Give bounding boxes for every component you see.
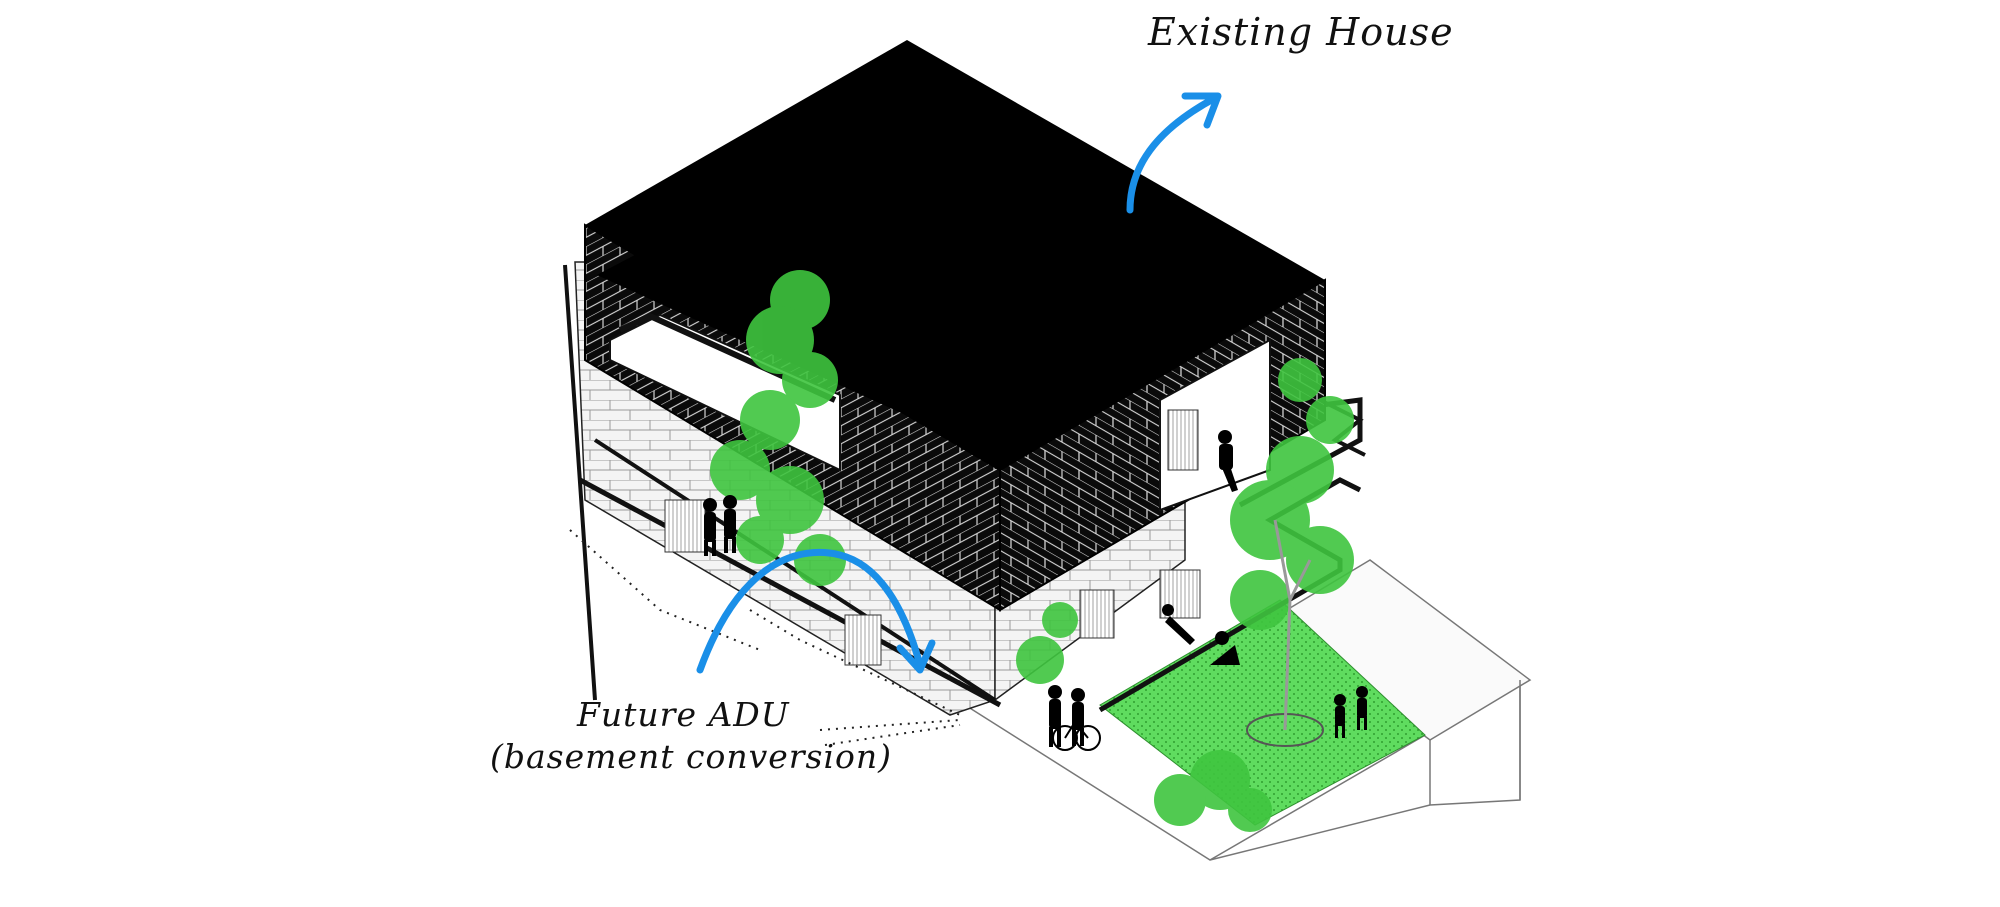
future-adu-label: Future ADU xyxy=(577,695,790,734)
person-icon xyxy=(1334,694,1346,738)
leader-dots xyxy=(569,529,961,746)
people xyxy=(703,430,1368,747)
curved-arrow-icon xyxy=(696,548,924,674)
foliage xyxy=(710,270,1354,832)
person-icon xyxy=(1071,688,1085,746)
existing-house-label: Existing House xyxy=(1148,10,1454,54)
person-icon xyxy=(1162,604,1195,645)
curved-arrow-icon-head xyxy=(1181,92,1222,129)
person-icon xyxy=(1218,430,1238,492)
person-icon xyxy=(1356,686,1368,730)
person-icon xyxy=(1048,685,1062,747)
person-icon xyxy=(703,498,717,556)
curved-arrow-icon xyxy=(1126,94,1219,214)
bicycle-icon xyxy=(1052,720,1101,751)
site-ground xyxy=(964,559,1532,861)
person-icon xyxy=(1210,631,1240,665)
basement-conversion-label: (basement conversion) xyxy=(490,737,892,776)
curved-arrow-icon-head xyxy=(896,639,936,674)
tree-trunk xyxy=(1273,519,1312,731)
person-icon xyxy=(723,495,737,553)
roof xyxy=(585,40,1325,470)
